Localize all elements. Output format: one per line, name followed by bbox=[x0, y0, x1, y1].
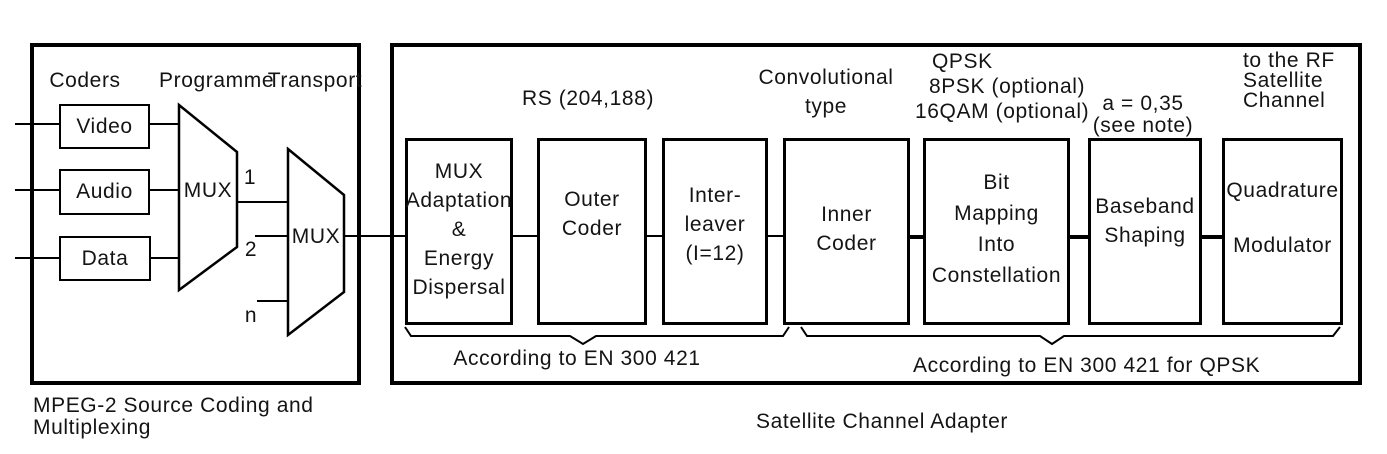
satellite-channel-adapter-box bbox=[390, 43, 1362, 385]
transport-input-n-label: n bbox=[244, 304, 258, 327]
block-outer-coder: Outer Coder bbox=[537, 138, 647, 325]
block-line: Adaptation bbox=[405, 189, 513, 212]
transport-mux-label: MUX bbox=[291, 225, 341, 248]
block-line: Energy bbox=[423, 247, 495, 270]
block-line: leaver bbox=[684, 213, 746, 236]
data-coder-box: Data bbox=[59, 236, 151, 281]
block-line: Coder bbox=[816, 231, 877, 255]
brace-right-label: According to EN 300 421 for QPSK bbox=[913, 354, 1261, 377]
rolloff-annotation: a = 0,35 (see note) bbox=[1048, 93, 1238, 137]
block-line: Baseband bbox=[1095, 194, 1195, 218]
rf-line1: to the RF bbox=[1243, 49, 1335, 72]
block-line: Coder bbox=[561, 216, 623, 240]
modulation-line1: QPSK bbox=[932, 50, 993, 73]
block-line: Inner bbox=[821, 202, 872, 226]
rolloff-line2: (see note) bbox=[1092, 114, 1194, 137]
video-coder-box: Video bbox=[59, 104, 150, 149]
rf-channel-annotation: to the RF Satellite Channel bbox=[1243, 49, 1335, 112]
underbrace-right bbox=[800, 326, 1341, 346]
block-line: Bit bbox=[983, 170, 1010, 194]
block-line: Constellation bbox=[931, 263, 1062, 287]
programme-label: Programme bbox=[159, 69, 275, 92]
mpeg2-source-coding-box bbox=[30, 43, 361, 385]
modulation-annotation: QPSK 8PSK (optional) 16QAM (optional) bbox=[915, 49, 1089, 124]
video-coder-label: Video bbox=[76, 114, 133, 138]
convolutional-annotation: Convolutional type bbox=[726, 63, 926, 121]
audio-coder-box: Audio bbox=[59, 169, 150, 215]
rs-annotation: RS (204,188) bbox=[521, 87, 655, 110]
block-line: Into bbox=[977, 232, 1016, 256]
left-caption: MPEG-2 Source Coding and Multiplexing bbox=[33, 395, 314, 439]
block-line: Mapping bbox=[954, 201, 1039, 225]
data-coder-label: Data bbox=[81, 246, 129, 270]
transport-mux-shape bbox=[286, 146, 346, 338]
block-line: & bbox=[451, 218, 467, 241]
coders-label: Coders bbox=[49, 69, 121, 92]
block-inner-coder: Inner Coder bbox=[783, 138, 910, 325]
modulation-line2: 8PSK (optional) bbox=[929, 75, 1086, 98]
underbrace-left bbox=[404, 326, 790, 346]
block-line: MUX bbox=[434, 160, 484, 183]
modulation-line3: 16QAM (optional) bbox=[915, 100, 1090, 123]
left-caption-line2: Multiplexing bbox=[33, 416, 152, 439]
transport-input-2-label: 2 bbox=[244, 238, 258, 261]
block-quadrature-modulator: Quadrature Modulator bbox=[1222, 138, 1343, 325]
block-line: Modulator bbox=[1233, 233, 1332, 257]
audio-coder-label: Audio bbox=[76, 180, 133, 203]
programme-mux-shape bbox=[177, 102, 239, 293]
convolutional-line2: type bbox=[804, 95, 848, 118]
block-line: Shaping bbox=[1104, 223, 1186, 247]
block-line: (I=12) bbox=[685, 242, 745, 265]
programme-mux-label: MUX bbox=[183, 179, 233, 202]
block-line: Quadrature bbox=[1226, 178, 1339, 202]
rf-line2: Satellite bbox=[1243, 69, 1324, 92]
rolloff-line1: a = 0,35 bbox=[1102, 92, 1184, 115]
block-line: Dispersal bbox=[412, 276, 506, 299]
convolutional-line1: Convolutional bbox=[758, 66, 894, 89]
brace-left-label: According to EN 300 421 bbox=[453, 347, 701, 370]
block-baseband-shaping: Baseband Shaping bbox=[1088, 138, 1202, 325]
block-line: Inter- bbox=[688, 184, 742, 207]
block-line: Outer bbox=[564, 187, 620, 211]
left-caption-line1: MPEG-2 Source Coding and bbox=[33, 394, 314, 417]
transport-label: Transport bbox=[267, 69, 363, 92]
right-caption: Satellite Channel Adapter bbox=[756, 410, 1008, 433]
block-mux-adaptation: MUX Adaptation & Energy Dispersal bbox=[405, 138, 513, 325]
block-interleaver: Inter- leaver (I=12) bbox=[662, 138, 768, 325]
transport-input-1-label: 1 bbox=[243, 166, 257, 189]
block-bit-mapping: Bit Mapping Into Constellation bbox=[923, 138, 1070, 325]
rf-line3: Channel bbox=[1243, 89, 1326, 112]
